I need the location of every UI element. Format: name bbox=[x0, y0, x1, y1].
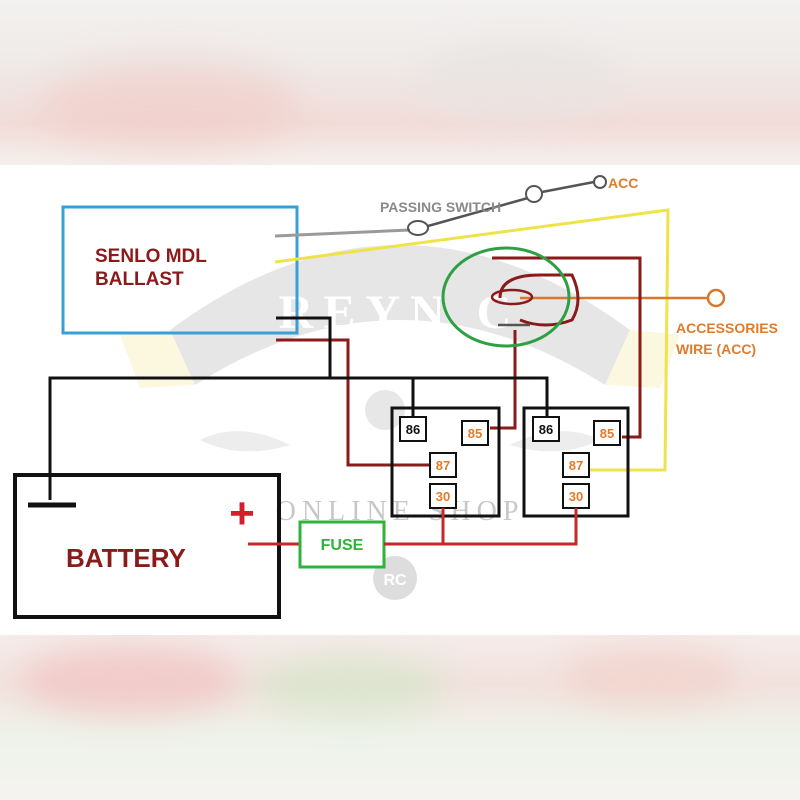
blur-blob bbox=[20, 645, 240, 715]
accessories-terminal-icon bbox=[706, 288, 726, 308]
relay-right: 86 85 87 30 bbox=[522, 406, 630, 518]
red-wire bbox=[384, 508, 578, 546]
relay-pin-86 bbox=[399, 416, 427, 442]
blur-blob bbox=[250, 655, 450, 715]
relay-pin-86-label: 86 bbox=[406, 422, 420, 437]
relay-left: 86 85 87 30 bbox=[390, 406, 501, 518]
relay-pin-86 bbox=[532, 416, 560, 442]
ballast-box bbox=[61, 205, 299, 335]
relay-pin-30-label: 30 bbox=[569, 489, 583, 504]
relay-pin-87-label: 87 bbox=[569, 458, 583, 473]
acc-terminal-icon bbox=[593, 175, 607, 189]
passing-switch-label: PASSING SWITCH bbox=[380, 199, 501, 215]
acc-label: ACC bbox=[608, 175, 638, 191]
blur-blob bbox=[40, 60, 300, 150]
bulb-filament-icon bbox=[490, 288, 534, 306]
dark-red-wire bbox=[498, 273, 580, 327]
watermark-wing-right bbox=[605, 330, 680, 388]
watermark-badge-text: RC bbox=[383, 572, 407, 589]
blur-blob bbox=[560, 645, 740, 705]
ballast-label-line1: SENLO MDL bbox=[95, 246, 207, 267]
blurred-background-top bbox=[0, 0, 800, 165]
gray-wire bbox=[274, 228, 411, 238]
battery-box bbox=[13, 473, 281, 619]
blurred-background-bottom bbox=[0, 635, 800, 800]
headlight-bulb-circle bbox=[441, 246, 571, 348]
accessories-label-line1: ACCESSORIES bbox=[676, 320, 778, 336]
blur-blob bbox=[420, 40, 620, 120]
battery-label: BATTERY bbox=[66, 543, 186, 573]
black-wire bbox=[330, 376, 549, 418]
relay-pin-87-label: 87 bbox=[436, 458, 450, 473]
accessories-label-line2: WIRE (ACC) bbox=[676, 341, 756, 357]
relay-pin-30 bbox=[429, 483, 457, 509]
ballast-label-line2: BALLAST bbox=[95, 269, 184, 290]
relay-pin-85-label: 85 bbox=[468, 426, 482, 441]
watermark-wing-left bbox=[120, 330, 195, 388]
relay-housing bbox=[390, 406, 501, 518]
fuse-box bbox=[298, 520, 386, 569]
relay-pin-86-label: 86 bbox=[539, 422, 553, 437]
watermark-flame-icon bbox=[200, 431, 290, 452]
switch-lever bbox=[427, 196, 529, 228]
switch-terminal-icon bbox=[525, 185, 543, 203]
relay-pin-85-label: 85 bbox=[600, 426, 614, 441]
battery-positive-icon: + bbox=[229, 489, 255, 538]
fuse-label: FUSE bbox=[321, 537, 364, 554]
relay-pin-85 bbox=[461, 420, 489, 446]
switch-terminal-icon bbox=[407, 220, 429, 236]
relay-pin-30-label: 30 bbox=[436, 489, 450, 504]
relay-pin-87 bbox=[429, 452, 457, 478]
watermark-brand: REYN C bbox=[279, 286, 522, 339]
relay-pin-87 bbox=[562, 452, 590, 478]
switch-lever bbox=[541, 180, 595, 194]
dark-red-wire bbox=[276, 338, 430, 467]
dark-red-wire bbox=[492, 256, 642, 439]
watermark-emblem-icon bbox=[365, 390, 405, 430]
relay-pin-85 bbox=[593, 420, 621, 446]
